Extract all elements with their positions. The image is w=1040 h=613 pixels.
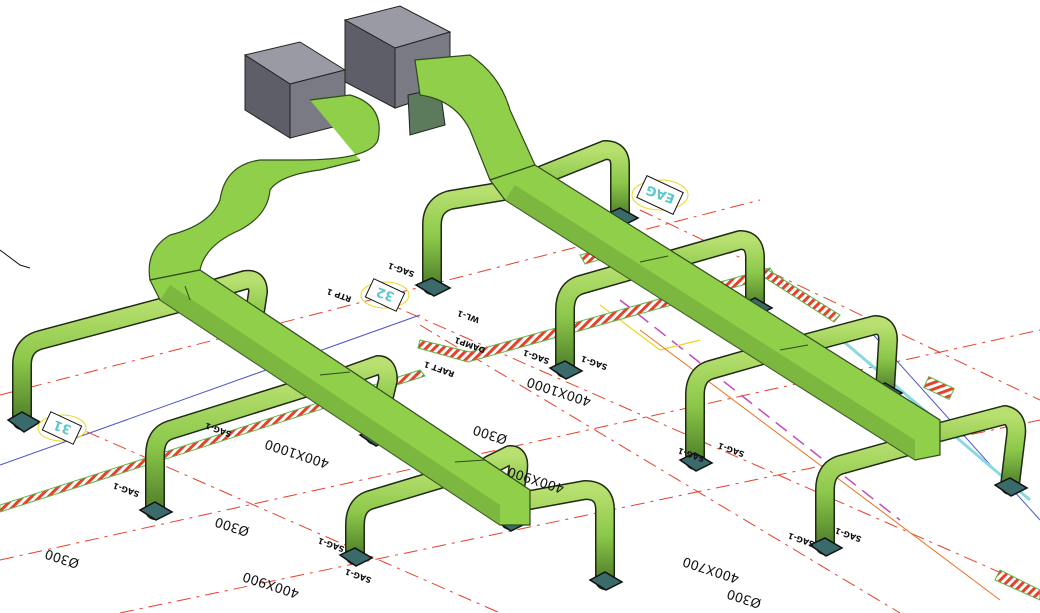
room-label: RTP 1	[325, 286, 352, 303]
duct-run-right	[414, 54, 941, 461]
diffuser	[588, 571, 624, 591]
duct-size-label: 400X700	[681, 553, 741, 585]
duct-size-label: 400X900	[241, 568, 301, 600]
duct-run-left	[148, 94, 531, 526]
duct-offset	[148, 94, 380, 281]
diffuser	[138, 501, 174, 521]
duct-joint	[454, 459, 486, 463]
tag-zone-c: EAG	[631, 175, 689, 215]
raft-label: RAFT 1	[422, 359, 455, 378]
grid-line	[419, 324, 901, 613]
duct-size-label: 400X1000	[263, 436, 331, 471]
duct-joint	[319, 371, 351, 376]
diffuser	[548, 360, 584, 380]
grid-line	[59, 419, 501, 613]
diffuser-label: SAG-1	[579, 354, 608, 372]
duct-joint	[184, 285, 191, 301]
duct-joint	[779, 344, 809, 351]
diffuser-label: SAG-1	[316, 536, 345, 554]
tag-zone-a: 31	[37, 411, 87, 445]
duct-joint	[639, 255, 669, 263]
diffuser	[414, 277, 452, 297]
diffuser-label: SAG-1	[833, 526, 862, 544]
pipe-size-label: Ø300	[471, 421, 509, 446]
diffuser	[338, 547, 374, 567]
pipe-size-label: Ø300	[213, 513, 251, 538]
branch-pipes	[12, 140, 1027, 590]
magenta-line	[619, 299, 901, 521]
tag-zone-b: 32 RTP 1	[325, 278, 410, 312]
diffuser	[808, 537, 844, 557]
diffuser-label: SAG-1	[786, 531, 815, 549]
pipe-size-label: Ø300	[725, 585, 763, 610]
leader-line	[0, 249, 31, 269]
tag-label: 31	[51, 416, 73, 436]
yellow-line	[659, 339, 701, 351]
diffuser-label: SAG-1	[343, 567, 372, 585]
diffuser-label: SAG-1	[521, 348, 550, 366]
grid-line	[0, 329, 1040, 561]
diffuser	[993, 477, 1029, 497]
hatched-wall	[923, 375, 955, 401]
wall-label: WL-1	[456, 308, 481, 324]
diffuser-label: SAG-1	[386, 261, 415, 279]
duct-shade	[160, 285, 500, 525]
grid-lines	[0, 199, 1040, 613]
diffuser-label: SAG-1	[716, 441, 745, 459]
diffuser	[678, 452, 714, 472]
pipe-size-label: Ø300	[43, 545, 81, 570]
duct-shade	[505, 185, 915, 460]
grid-line	[639, 209, 1040, 401]
hatched-wall	[994, 569, 1040, 601]
tag-label: 32	[374, 283, 396, 303]
diffuser-label: SAG-1	[111, 481, 140, 499]
